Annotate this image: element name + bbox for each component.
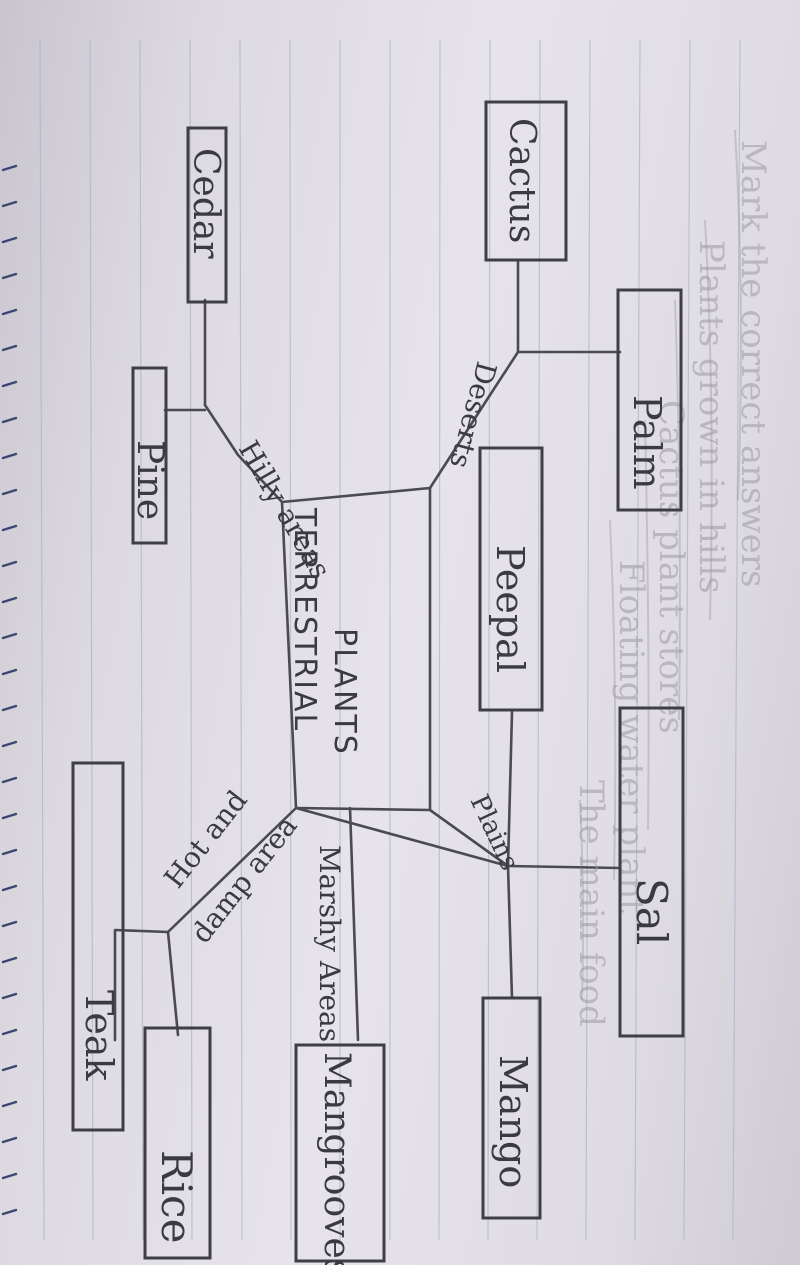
branch-label-plains: Plains	[464, 790, 525, 875]
leaf-cactus: Cactus	[484, 100, 568, 262]
svg-text:Floating water plant: Floating water plant	[611, 560, 651, 913]
leaf-label-pine: Pine	[129, 440, 170, 520]
central-title-line1: TERRESTRIAL	[287, 507, 322, 732]
svg-text:Plants grown in hills: Plants grown in hills	[691, 240, 731, 594]
leaf-sal: Sal	[618, 706, 685, 1038]
svg-text:Mark the correct answers: Mark the correct answers	[733, 140, 773, 587]
svg-text:Cactus plant stores: Cactus plant stores	[651, 400, 691, 734]
leaf-label-rice: Rice	[152, 1150, 201, 1243]
branch-label-deserts: Deserts	[443, 358, 503, 472]
leaf-pine: Pine	[129, 366, 170, 545]
leaf-label-teak: Teak	[77, 990, 121, 1082]
leaf-teak: Teak	[71, 761, 125, 1132]
branch-label-marshy: Marshy Areas	[313, 845, 346, 1042]
leaf-label-cactus: Cactus	[501, 118, 542, 243]
svg-text:The main food: The main food	[571, 780, 611, 1027]
leaf-label-sal: Sal	[627, 878, 676, 945]
leaf-peepal: Peepal	[478, 446, 544, 712]
leaf-label-mangrooves: Mangrooves	[316, 1052, 357, 1265]
central-node: TERRESTRIAL PLANTS	[287, 507, 362, 756]
leaf-palm: Palm	[616, 288, 683, 512]
spiral-binding	[1, 164, 18, 1216]
ruled-lines	[39, 39, 741, 1241]
leaf-label-cedar: Cedar	[185, 148, 226, 259]
central-title-line2: PLANTS	[327, 628, 362, 756]
leaf-cedar: Cedar	[185, 126, 228, 304]
leaf-mango: Mango	[481, 996, 542, 1220]
connectors	[113, 258, 622, 1042]
bleed-through	[579, 129, 742, 1001]
leaf-mangrooves: Mangrooves	[294, 1043, 386, 1265]
leaf-label-mango: Mango	[491, 1055, 535, 1188]
leaf-label-peepal: Peepal	[488, 545, 532, 673]
leaf-label-palm: Palm	[625, 395, 669, 490]
leaf-rice: Rice	[143, 1026, 212, 1260]
faint-notes: Mark the correct answers Plants grown in…	[571, 140, 773, 1027]
